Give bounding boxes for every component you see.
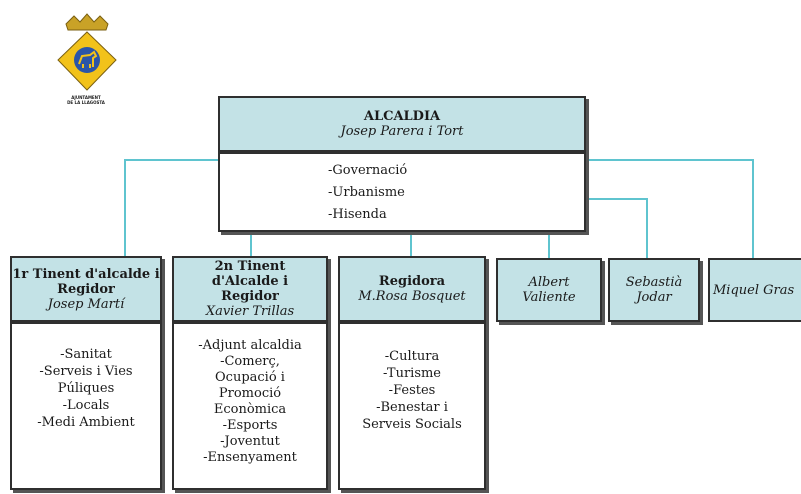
councillor-3-item: -Benestar i Serveis Socials bbox=[362, 400, 462, 432]
deputy-2-item: -Ensenyament bbox=[203, 450, 297, 465]
deputy-1-items: -Sanitat -Serveis i Vies Púliques -Local… bbox=[12, 324, 160, 431]
connector bbox=[124, 159, 220, 161]
connector bbox=[586, 198, 648, 200]
councillor-4-box: Albert Valiente bbox=[496, 258, 602, 322]
connector bbox=[586, 159, 754, 161]
councillor-5-name: Sebastià Jodar bbox=[625, 275, 683, 305]
councillor-3-item: -Festes bbox=[388, 383, 436, 398]
deputy-1-item: -Serveis i Vies Púliques bbox=[39, 364, 133, 396]
connector bbox=[250, 230, 252, 258]
mayor-header: ALCALDIA Josep Parera i Tort bbox=[218, 96, 586, 152]
deputy-2-item: -Esports bbox=[222, 418, 278, 433]
councillor-3-body: -Cultura -Turisme -Festes -Benestar i Se… bbox=[338, 322, 486, 490]
councillor-3-header: Regidora M.Rosa Bosquet bbox=[338, 256, 486, 322]
deputy-2-title: 2n Tinent d'Alcalde i Regidor bbox=[211, 259, 289, 304]
deputy-2-items: -Adjunt alcaldia -Comerç, Ocupació i Pro… bbox=[174, 324, 326, 466]
mayor-title: ALCALDIA bbox=[363, 109, 441, 124]
connector bbox=[124, 159, 126, 259]
mayor-item: -Governació bbox=[328, 163, 408, 178]
deputy-1-item: -Locals bbox=[62, 398, 110, 413]
deputy-2-item: -Adjunt alcaldia bbox=[198, 338, 302, 353]
connector bbox=[752, 159, 754, 260]
mayor-name: Josep Parera i Tort bbox=[340, 124, 464, 139]
deputy-1-name: Josep Martí bbox=[47, 296, 125, 312]
deputy-2-body: -Adjunt alcaldia -Comerç, Ocupació i Pro… bbox=[172, 322, 328, 490]
municipal-crest-icon bbox=[57, 13, 117, 91]
councillor-6-name: Miquel Gras bbox=[713, 282, 795, 298]
deputy-1-body: -Sanitat -Serveis i Vies Púliques -Local… bbox=[10, 322, 162, 490]
deputy-2-name: Xavier Trillas bbox=[205, 304, 295, 319]
councillor-5-box: Sebastià Jodar bbox=[608, 258, 700, 322]
councillor-6-box: Miquel Gras bbox=[708, 258, 801, 322]
councillor-4-name: Albert Valiente bbox=[522, 275, 576, 305]
mayor-item: -Hisenda bbox=[328, 207, 387, 222]
logo-line-2: DE LA LLAGOSTA bbox=[67, 100, 105, 105]
logo-caption: AJUNTAMENT DE LA LLAGOSTA bbox=[50, 95, 122, 105]
logo-line-1: AJUNTAMENT bbox=[71, 95, 101, 100]
deputy-2-header: 2n Tinent d'Alcalde i Regidor Xavier Tri… bbox=[172, 256, 328, 322]
mayor-body: -Governació -Urbanisme -Hisenda bbox=[218, 152, 586, 232]
councillor-3-item: -Cultura bbox=[384, 349, 440, 364]
deputy-2-item: -Joventut bbox=[220, 434, 280, 449]
mayor-items: -Governació -Urbanisme -Hisenda bbox=[220, 154, 584, 226]
councillor-3-title: Regidora bbox=[378, 274, 446, 289]
deputy-1-item: -Medi Ambient bbox=[37, 415, 135, 430]
deputy-1-header: 1r Tinent d'alcalde i Regidor Josep Mart… bbox=[10, 256, 162, 322]
deputy-1-title: 1r Tinent d'alcalde i Regidor bbox=[12, 266, 160, 297]
councillor-3-items: -Cultura -Turisme -Festes -Benestar i Se… bbox=[340, 324, 484, 433]
councillor-3-name: M.Rosa Bosquet bbox=[358, 289, 466, 304]
deputy-1-item: -Sanitat bbox=[60, 347, 112, 362]
councillor-3-item: -Turisme bbox=[382, 366, 442, 381]
connector bbox=[646, 198, 648, 260]
deputy-2-item: -Comerç, Ocupació i Promoció Econòmica bbox=[213, 354, 287, 417]
connector bbox=[410, 230, 412, 258]
mayor-item: -Urbanisme bbox=[328, 185, 405, 200]
connector bbox=[548, 230, 550, 260]
